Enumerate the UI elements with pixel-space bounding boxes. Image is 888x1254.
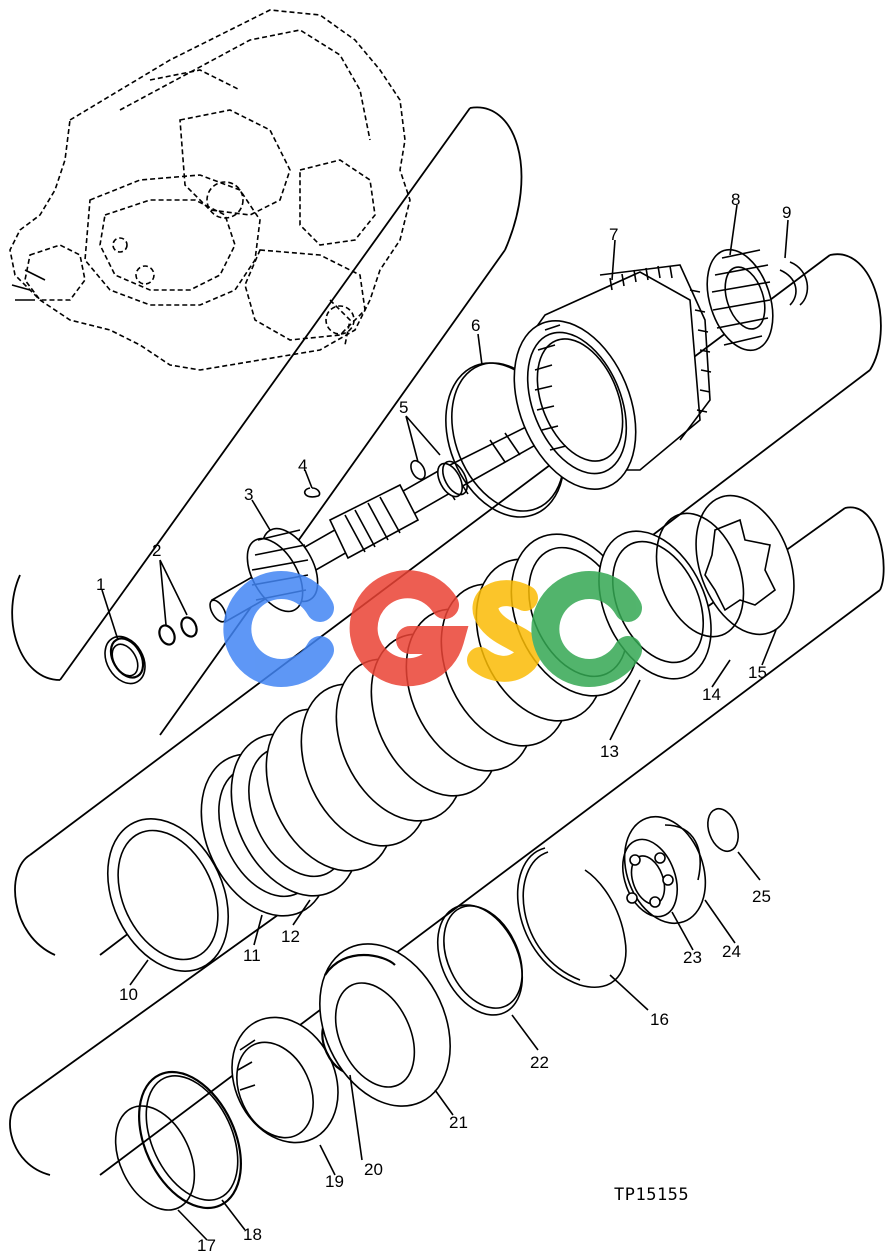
part-21-housing xyxy=(319,943,451,1107)
callout-17: 17 xyxy=(197,1236,216,1254)
part-5-spacers xyxy=(410,459,469,498)
part-2-snap-rings xyxy=(158,616,198,646)
callout-6: 6 xyxy=(471,316,480,335)
callout-24: 24 xyxy=(722,942,741,961)
callout-23: 23 xyxy=(683,948,702,967)
callout-4: 4 xyxy=(298,456,307,475)
callout-25: 25 xyxy=(752,887,771,906)
leader-lines xyxy=(101,204,789,1241)
callout-20: 20 xyxy=(364,1160,383,1179)
part-4-clip xyxy=(303,487,321,498)
watermark xyxy=(223,570,642,687)
part-9-ring xyxy=(779,261,809,306)
callout-18: 18 xyxy=(243,1225,262,1244)
figure-id: TP15155 xyxy=(614,1185,689,1205)
callout-labels: 1 2 3 4 5 6 7 8 9 10 11 12 13 14 15 16 1… xyxy=(96,190,791,1254)
callout-1: 1 xyxy=(96,575,105,594)
callout-10: 10 xyxy=(119,985,138,1004)
part-1-seal xyxy=(104,635,146,685)
watermark-letter-g xyxy=(349,570,469,687)
part-7-drum xyxy=(513,264,712,490)
callout-21: 21 xyxy=(449,1113,468,1132)
part-22-ring xyxy=(436,904,524,1016)
callout-3: 3 xyxy=(244,485,253,504)
parts-17-18-rings xyxy=(114,1070,242,1211)
callout-7: 7 xyxy=(609,225,618,244)
watermark-letter-c2 xyxy=(531,571,642,687)
callout-22: 22 xyxy=(530,1053,549,1072)
callout-16: 16 xyxy=(650,1010,669,1029)
parts-23-24-bearing xyxy=(622,815,707,925)
watermark-letter-c1 xyxy=(223,571,334,687)
callout-11: 11 xyxy=(243,946,261,965)
callout-15: 15 xyxy=(748,663,767,682)
watermark-letter-s xyxy=(467,580,542,682)
part-19-piston xyxy=(231,1016,339,1144)
transmission-housing-phantom xyxy=(9,9,411,371)
callout-2: 2 xyxy=(152,541,161,560)
callout-8: 8 xyxy=(731,190,740,209)
callout-5: 5 xyxy=(399,398,408,417)
tube-1 xyxy=(11,106,523,736)
callout-13: 13 xyxy=(600,742,619,761)
callout-14: 14 xyxy=(702,685,721,704)
callout-12: 12 xyxy=(281,927,300,946)
callout-9: 9 xyxy=(782,203,791,222)
part-8-gear xyxy=(706,248,774,352)
part-25-ring xyxy=(707,807,739,853)
callout-19: 19 xyxy=(325,1172,344,1191)
part-16-snap-ring xyxy=(516,847,627,988)
